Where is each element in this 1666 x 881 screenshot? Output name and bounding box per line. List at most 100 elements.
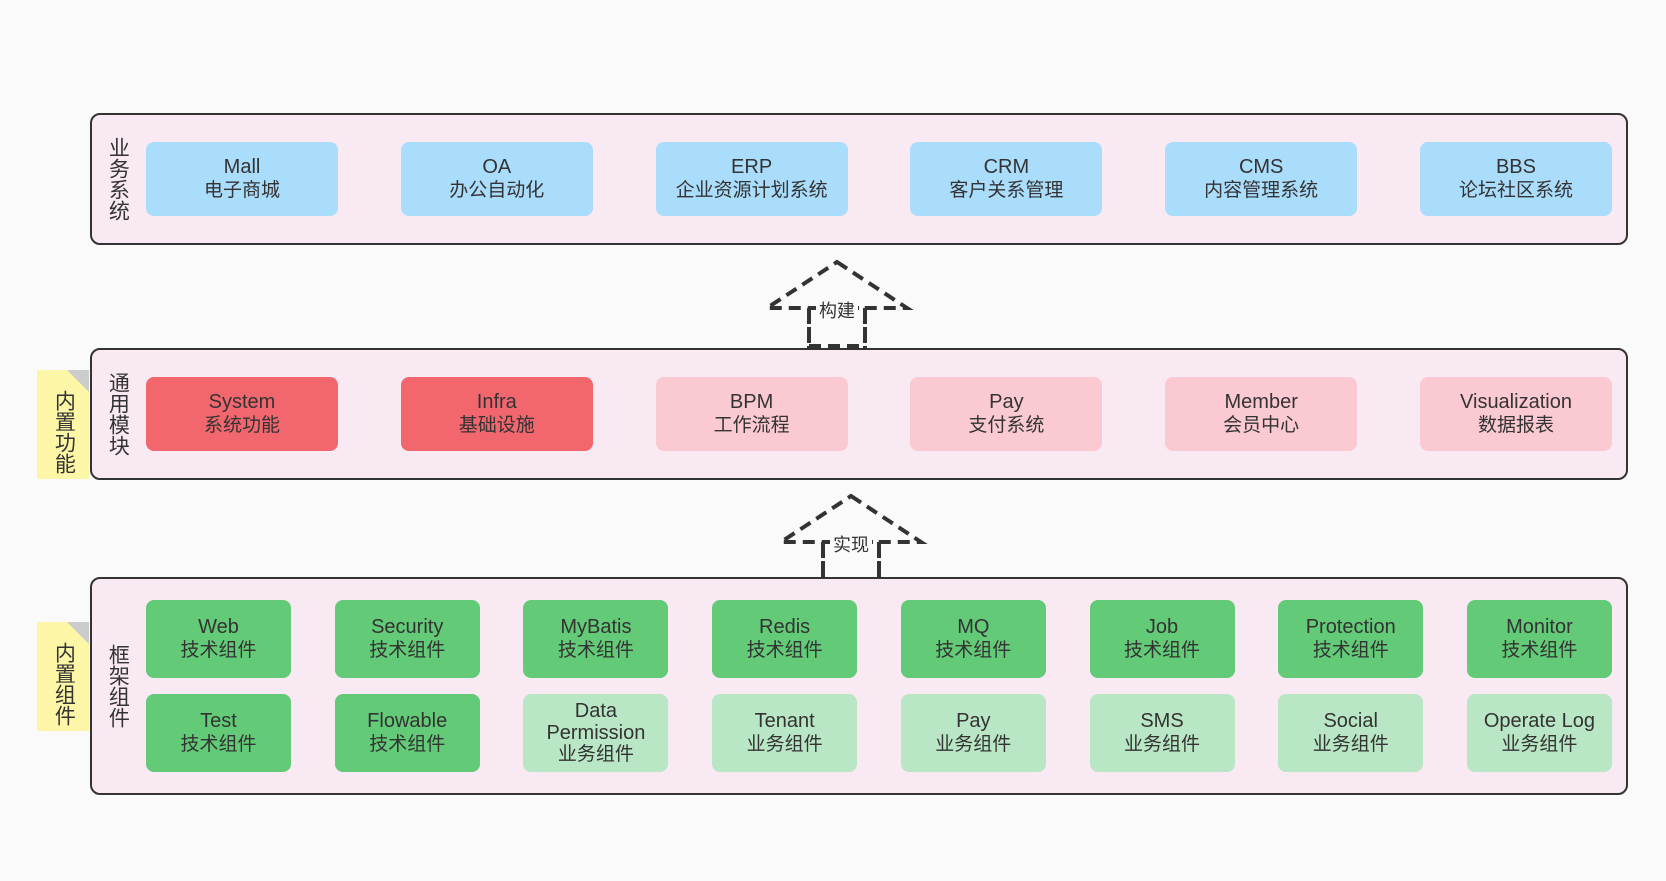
node-title: Security bbox=[371, 616, 444, 638]
node-title: Visualization bbox=[1460, 391, 1572, 413]
node-row: Test 技术组件 Flowable 技术组件 Data Permission … bbox=[146, 694, 1612, 772]
node-erp[interactable]: ERP 企业资源计划系统 bbox=[655, 142, 848, 216]
node-subtitle: 技术组件 bbox=[1312, 639, 1389, 661]
node-cms[interactable]: CMS 内容管理系统 bbox=[1165, 142, 1358, 216]
node-subtitle: 技术组件 bbox=[180, 639, 257, 661]
node-title: Tenant bbox=[754, 710, 815, 732]
node-pay-component[interactable]: Pay 业务组件 bbox=[900, 694, 1046, 772]
node-operate-log[interactable]: Operate Log 业务组件 bbox=[1466, 694, 1612, 772]
node-mq[interactable]: MQ 技术组件 bbox=[900, 600, 1046, 678]
node-web[interactable]: Web 技术组件 bbox=[146, 600, 291, 678]
layer-title-framework-components: 框架组件 bbox=[106, 644, 130, 728]
node-subtitle: 技术组件 bbox=[369, 639, 446, 661]
note-builtin-components: 内置组件 bbox=[37, 622, 89, 731]
node-subtitle: 企业资源计划系统 bbox=[675, 179, 828, 201]
layer-common-modules: 通用模块 System 系统功能 Infra 基础设施 BPM 工作流程 Pay… bbox=[90, 348, 1628, 480]
node-subtitle: 会员中心 bbox=[1223, 414, 1300, 436]
node-title: Monitor bbox=[1506, 616, 1573, 638]
node-social[interactable]: Social 业务组件 bbox=[1278, 694, 1424, 772]
node-subtitle: 技术组件 bbox=[1124, 639, 1201, 661]
node-subtitle: 内容管理系统 bbox=[1204, 179, 1319, 201]
node-subtitle: 业务组件 bbox=[1124, 733, 1201, 755]
layer-framework-components: 框架组件 Web 技术组件 Security 技术组件 MyBatis 技术组件… bbox=[90, 577, 1628, 795]
node-subtitle: 业务组件 bbox=[746, 733, 823, 755]
node-sms[interactable]: SMS 业务组件 bbox=[1089, 694, 1235, 772]
node-subtitle: 技术组件 bbox=[180, 733, 257, 755]
node-title: System bbox=[208, 391, 276, 413]
node-title: Operate Log bbox=[1483, 710, 1596, 732]
node-title: SMS bbox=[1140, 710, 1184, 732]
layer-body-business-systems: Mall 电子商城 OA 办公自动化 ERP 企业资源计划系统 CRM 客户关系… bbox=[142, 115, 1626, 243]
node-title: Redis bbox=[759, 616, 811, 638]
node-subtitle: 业务组件 bbox=[1501, 733, 1578, 755]
layer-body-framework-components: Web 技术组件 Security 技术组件 MyBatis 技术组件 Redi… bbox=[142, 579, 1626, 793]
node-mybatis[interactable]: MyBatis 技术组件 bbox=[523, 600, 669, 678]
node-title: Test bbox=[200, 710, 237, 732]
connector-build-stem-svg bbox=[807, 312, 867, 348]
node-title: Mall bbox=[223, 156, 261, 178]
node-system[interactable]: System 系统功能 bbox=[146, 377, 338, 451]
node-redis[interactable]: Redis 技术组件 bbox=[712, 600, 858, 678]
layer-title-business-systems: 业务系统 bbox=[106, 137, 130, 221]
node-protection[interactable]: Protection 技术组件 bbox=[1278, 600, 1424, 678]
node-title: BPM bbox=[729, 391, 774, 413]
node-subtitle: 基础设施 bbox=[458, 414, 535, 436]
node-title: OA bbox=[482, 156, 512, 178]
node-subtitle: 技术组件 bbox=[935, 639, 1012, 661]
node-title: Web bbox=[198, 616, 239, 638]
node-pay[interactable]: Pay 支付系统 bbox=[910, 377, 1103, 451]
node-job[interactable]: Job 技术组件 bbox=[1089, 600, 1235, 678]
note-fold-icon bbox=[67, 622, 89, 644]
node-title: BBS bbox=[1495, 156, 1536, 178]
node-infra[interactable]: Infra 基础设施 bbox=[400, 377, 593, 451]
node-crm[interactable]: CRM 客户关系管理 bbox=[910, 142, 1103, 216]
node-visualization[interactable]: Visualization 数据报表 bbox=[1419, 377, 1612, 451]
node-row: Web 技术组件 Security 技术组件 MyBatis 技术组件 Redi… bbox=[146, 600, 1612, 678]
node-subtitle: 论坛社区系统 bbox=[1458, 179, 1573, 201]
node-title: Data Permission bbox=[546, 699, 646, 744]
node-oa[interactable]: OA 办公自动化 bbox=[400, 142, 593, 216]
node-title: Flowable bbox=[367, 710, 448, 732]
node-bbs[interactable]: BBS 论坛社区系统 bbox=[1419, 142, 1612, 216]
node-subtitle: 业务组件 bbox=[1312, 733, 1389, 755]
node-title: Member bbox=[1224, 391, 1298, 413]
connector-build-label: 构建 bbox=[816, 300, 858, 322]
node-subtitle: 业务组件 bbox=[935, 733, 1012, 755]
node-subtitle: 客户关系管理 bbox=[949, 179, 1064, 201]
connector-build-stem-bottom bbox=[752, 312, 922, 348]
node-data-permission[interactable]: Data Permission 业务组件 bbox=[523, 694, 669, 772]
node-subtitle: 办公自动化 bbox=[449, 179, 545, 201]
node-mall[interactable]: Mall 电子商城 bbox=[146, 142, 338, 216]
layer-body-common-modules: System 系统功能 Infra 基础设施 BPM 工作流程 Pay 支付系统… bbox=[142, 350, 1626, 478]
node-title: CRM bbox=[983, 156, 1030, 178]
connector-implement-label: 实现 bbox=[830, 534, 872, 556]
layer-business-systems: 业务系统 Mall 电子商城 OA 办公自动化 ERP 企业资源计划系统 CRM… bbox=[90, 113, 1628, 245]
node-security[interactable]: Security 技术组件 bbox=[334, 600, 480, 678]
node-member[interactable]: Member 会员中心 bbox=[1165, 377, 1358, 451]
node-title: Social bbox=[1323, 710, 1378, 732]
node-title: MQ bbox=[957, 616, 990, 638]
node-row: Mall 电子商城 OA 办公自动化 ERP 企业资源计划系统 CRM 客户关系… bbox=[146, 142, 1612, 216]
node-tenant[interactable]: Tenant 业务组件 bbox=[712, 694, 858, 772]
node-title: CMS bbox=[1238, 156, 1284, 178]
node-title: Protection bbox=[1305, 616, 1396, 638]
node-subtitle: 技术组件 bbox=[369, 733, 446, 755]
connector-build: 构建 bbox=[752, 256, 922, 348]
node-title: Infra bbox=[476, 391, 517, 413]
node-test[interactable]: Test 技术组件 bbox=[146, 694, 291, 772]
note-label: 内置功能 bbox=[52, 389, 76, 474]
note-builtin-features: 内置功能 bbox=[37, 370, 89, 479]
node-title: Job bbox=[1145, 616, 1179, 638]
node-subtitle: 业务组件 bbox=[557, 743, 634, 765]
node-subtitle: 数据报表 bbox=[1477, 414, 1554, 436]
node-monitor[interactable]: Monitor 技术组件 bbox=[1466, 600, 1612, 678]
node-subtitle: 系统功能 bbox=[203, 414, 280, 436]
node-bpm[interactable]: BPM 工作流程 bbox=[655, 377, 848, 451]
node-title: Pay bbox=[989, 391, 1024, 413]
node-title: MyBatis bbox=[560, 616, 632, 638]
node-flowable[interactable]: Flowable 技术组件 bbox=[334, 694, 480, 772]
node-title: ERP bbox=[731, 156, 773, 178]
node-subtitle: 技术组件 bbox=[746, 639, 823, 661]
layer-title-common-modules: 通用模块 bbox=[106, 372, 130, 456]
